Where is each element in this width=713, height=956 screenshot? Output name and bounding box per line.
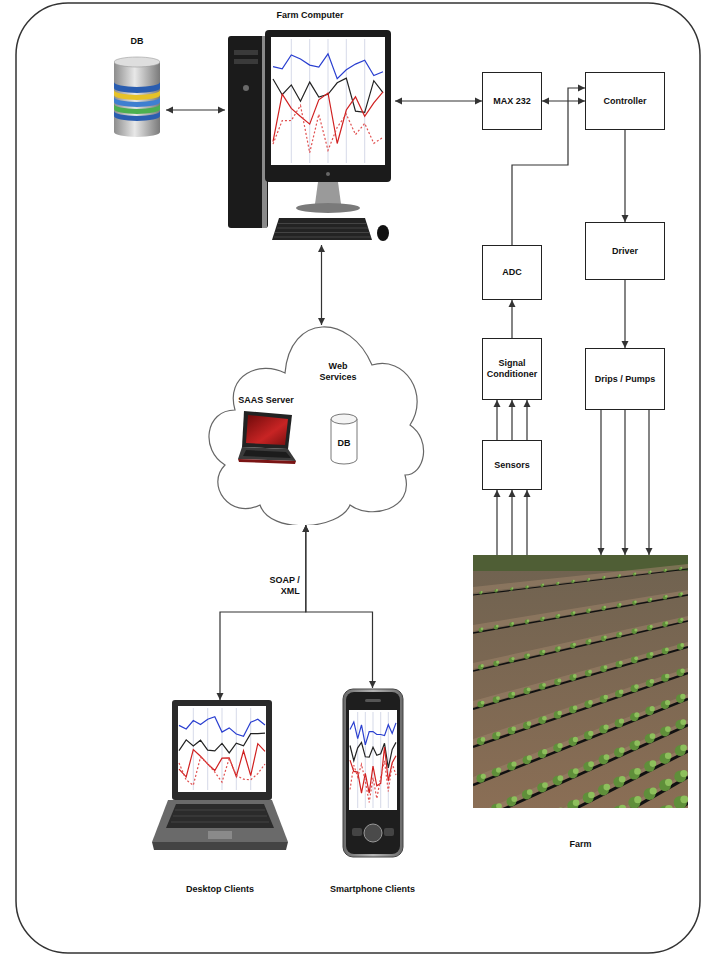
node-label: DB [338,438,351,449]
farm-computer-art [225,28,395,245]
smartphone-client-drawing [342,688,404,858]
farm-field-art [473,555,688,808]
connector-line [220,525,306,700]
connector-line [511,400,512,440]
desktop-client-drawing [150,700,290,860]
saas-server: SAAS Server [228,395,304,469]
connector [497,400,527,440]
process-box: Sensors [482,440,542,490]
connector [601,410,649,555]
connector-line [166,109,225,110]
connector-line [624,410,625,555]
connector [166,110,225,111]
cloud: Web ServicesSAAS ServerDB [200,325,425,525]
node-label: Sensors [494,460,530,471]
connector-line [321,245,322,325]
saas-server-art [236,411,296,467]
connector-line [526,490,527,555]
database-cylinder: DB [330,413,358,465]
connector [625,280,626,348]
database-icon-drawing [114,56,160,138]
connector-line [624,130,625,222]
node-label: Smartphone Clients [320,884,425,895]
node-label: Driver [612,246,638,257]
connector [321,245,322,325]
process-box: MAX 232 [482,72,542,130]
farm-computer: Farm Computer [225,10,395,245]
node-label: Controller [603,96,646,107]
process-box: Signal Conditioner [482,338,542,400]
connector [625,130,626,222]
connector [542,101,585,102]
cloud-drawing [200,325,425,525]
connector-line [496,490,497,555]
node-label: Web Services [310,361,366,383]
connector-line [624,280,625,348]
node-label: Desktop Clients [150,884,290,895]
process-box: Drips / Pumps [585,348,665,410]
process-box: Controller [585,72,665,130]
farm-field-drawing [473,555,688,808]
connector [306,525,373,688]
node-label: SAAS Server [228,395,304,406]
desktop-client-art [150,700,290,860]
connector-line [511,300,512,338]
database-icon-art [114,56,160,138]
cloud-art [200,325,425,525]
connector-line [511,490,512,555]
connector-line [600,410,601,555]
node-label: MAX 232 [493,96,531,107]
node-label: ADC [502,267,522,278]
edge-label: SOAP / XML [256,575,300,598]
connector [220,525,306,700]
farm-field: Farm [473,555,688,850]
farm-computer-drawing [225,28,395,245]
saas-server-drawing [236,411,296,467]
process-box: ADC [482,245,542,300]
connector [395,101,482,102]
smartphone-client-art [342,688,404,858]
connector-line [496,400,497,440]
database-icon: DB [108,36,166,140]
node-label: Farm [473,839,688,850]
connector-line [306,525,373,688]
node-label: Signal Conditioner [486,358,538,380]
node-label: DB [108,36,166,47]
connector [497,490,527,555]
connector-line [542,100,585,101]
smartphone-client: Smartphone Clients [320,688,425,895]
desktop-client: Desktop Clients [150,700,290,895]
connector-line [395,100,482,101]
connector [512,300,513,338]
node-label: Farm Computer [225,10,395,21]
connector-line [648,410,649,555]
process-box: Driver [585,222,665,280]
connector-line [526,400,527,440]
node-label: Drips / Pumps [595,374,656,385]
